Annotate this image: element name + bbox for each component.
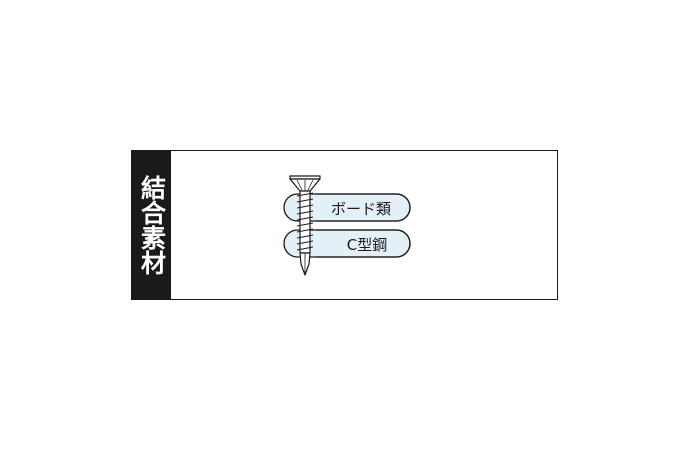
steel-label: C型鋼 — [347, 236, 387, 254]
drilling-screw-icon — [289, 175, 321, 276]
board-label: ボード類 — [331, 200, 391, 218]
side-label: 結合素材 — [132, 151, 171, 299]
material-panel: 結合素材 — [131, 150, 558, 300]
